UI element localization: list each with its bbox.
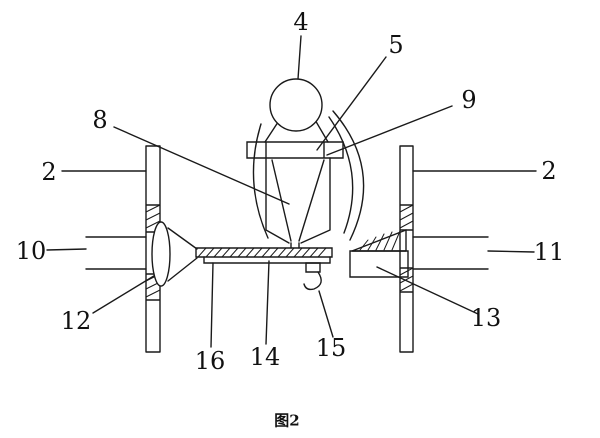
right-flange-hatch	[399, 204, 414, 292]
center-body-outline	[265, 157, 331, 249]
cone-sides	[167, 227, 198, 282]
label-16: 16	[194, 347, 226, 375]
latch	[303, 262, 322, 291]
leader-9	[326, 105, 453, 156]
leader-11	[487, 250, 535, 253]
side-arcs	[252, 110, 365, 241]
leader-14	[265, 260, 270, 345]
leader-16	[210, 262, 214, 348]
slide-plate-outline	[195, 247, 333, 258]
left-arc	[252, 123, 269, 239]
support-bar	[203, 256, 331, 264]
right-arc-inner	[328, 116, 354, 234]
left-cone	[151, 221, 198, 287]
left-pipe	[85, 236, 147, 270]
leader-lines	[46, 35, 537, 348]
label-8: 8	[92, 106, 108, 134]
receiver-block	[349, 250, 409, 278]
right-arc-outer	[332, 110, 365, 241]
leader-5	[316, 56, 387, 151]
inner-nozzle	[271, 159, 325, 242]
slide-plate-hatch	[197, 247, 327, 258]
leader-10	[46, 248, 87, 251]
label-15: 15	[315, 334, 347, 362]
latch-hook	[303, 271, 322, 291]
leader-8	[113, 126, 290, 205]
label-10: 10	[15, 237, 47, 265]
label-9: 9	[461, 86, 477, 114]
label-14: 14	[249, 343, 281, 371]
label-2-right: 2	[541, 157, 557, 185]
label-13: 13	[470, 304, 502, 332]
left-flange-hatch	[145, 204, 161, 298]
slide-plate	[195, 247, 333, 264]
cone-mouth	[151, 221, 171, 287]
right-pipe	[412, 236, 489, 270]
leader-13	[376, 266, 479, 315]
figure-caption: 图2	[274, 411, 300, 430]
leader-4	[297, 35, 302, 80]
label-12: 12	[60, 307, 92, 335]
label-11: 11	[533, 238, 565, 266]
latch-block	[305, 262, 321, 273]
leader-12	[92, 270, 163, 314]
label-5: 5	[388, 31, 404, 59]
leader-15	[318, 290, 334, 338]
funnel-hatch	[359, 230, 401, 251]
right-funnel	[349, 229, 409, 278]
funnel-outline	[351, 229, 407, 252]
label-2-left: 2	[41, 158, 57, 186]
top-plate	[246, 141, 344, 159]
center-body	[265, 157, 331, 249]
label-4: 4	[293, 8, 309, 36]
ball	[269, 78, 323, 132]
